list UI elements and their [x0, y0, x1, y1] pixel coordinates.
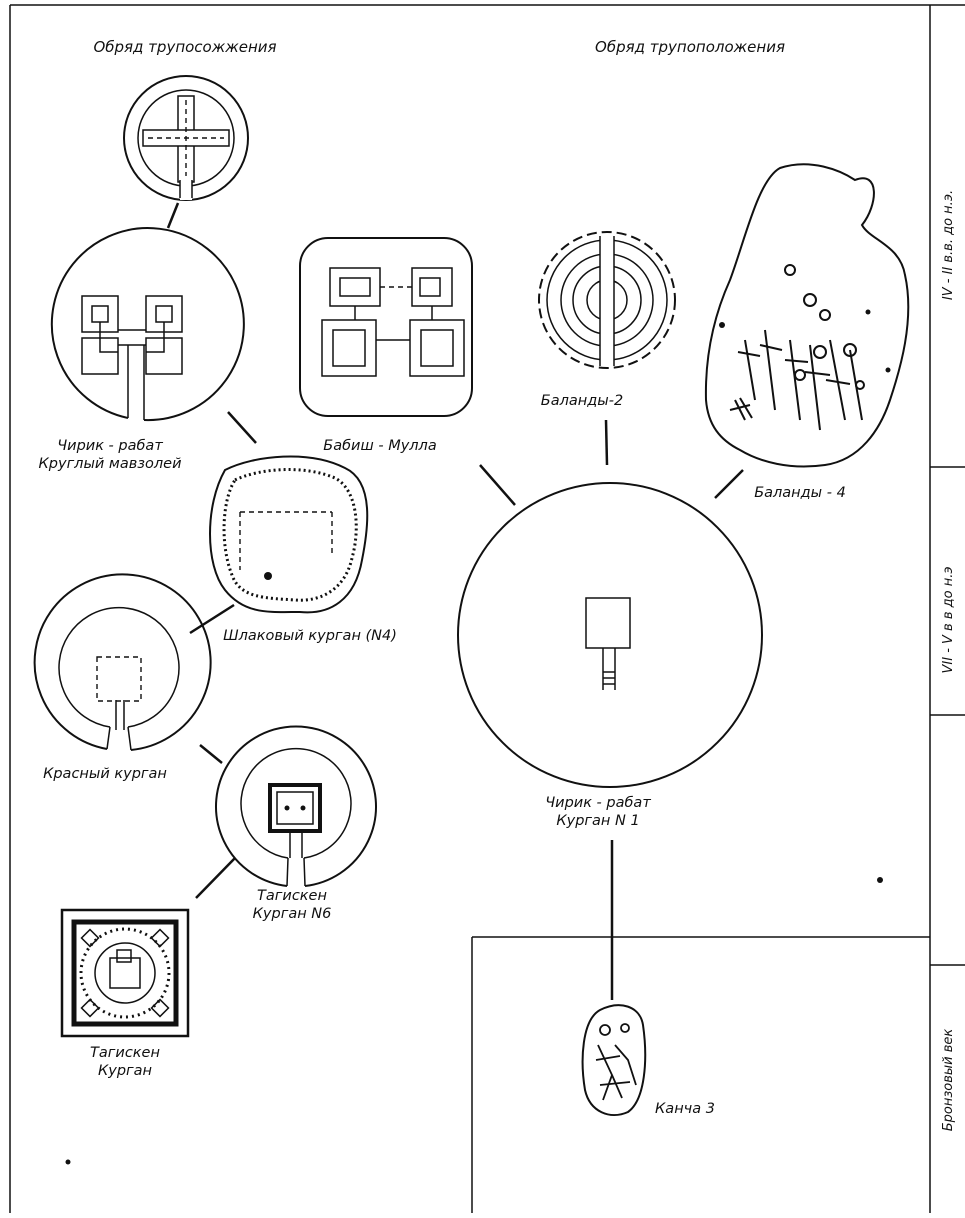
balandy-4-plan [704, 163, 910, 468]
babish-mulla-plan [299, 237, 473, 417]
label-shlakovy: Шлаковый курган (N4) [223, 628, 397, 644]
label-balandy-4: Баланды - 4 [754, 485, 846, 501]
page-frame [9, 4, 965, 1213]
krasny-kurgan-plan [33, 573, 212, 751]
label-tagisken-2: Курган [98, 1063, 152, 1079]
shlakovy-kurgan-plan [209, 455, 369, 614]
label-krasny: Красный курган [43, 766, 167, 782]
label-chirik-round-2: Круглый мавзолей [38, 456, 181, 472]
period-label-1: IV - II в.в. до н.э. [941, 190, 956, 300]
connector-lines [166, 202, 744, 1000]
kancha-3-plan [581, 1004, 647, 1117]
scan-speck [65, 1159, 71, 1165]
label-babish-mulla: Бабиш - Мулла [323, 438, 436, 454]
scan-speck [877, 877, 883, 883]
chirik-rabat-round-mausoleum-plan [50, 227, 245, 422]
header-cremation: Обряд трупосожжения [93, 38, 276, 56]
label-tagisken-1: Тагискен [90, 1045, 160, 1061]
label-tagisken-n6-1: Тагискен [257, 888, 327, 904]
label-balandy-2: Баланды-2 [541, 393, 623, 409]
tagisken-kurgan-n6-plan [215, 725, 377, 887]
cremation-symbol-icon [123, 75, 249, 201]
label-chirik-n1-1: Чирик - рабат [545, 795, 651, 811]
label-chirik-round-1: Чирик - рабат [57, 438, 163, 454]
chirik-rabat-kurgan-n1-plan [457, 482, 763, 788]
label-chirik-n1-2: Курган N 1 [556, 813, 639, 829]
tagisken-kurgan-plan [60, 908, 190, 1038]
label-tagisken-n6-2: Курган N6 [253, 906, 332, 922]
period-label-3: Бронзовый век [941, 1029, 956, 1132]
balandy-2-plan [538, 231, 676, 369]
label-kancha-3: Канча 3 [655, 1101, 715, 1117]
period-label-2: VII - V в в до н.э [941, 567, 956, 674]
header-inhumation: Обряд трупоположения [595, 38, 785, 56]
